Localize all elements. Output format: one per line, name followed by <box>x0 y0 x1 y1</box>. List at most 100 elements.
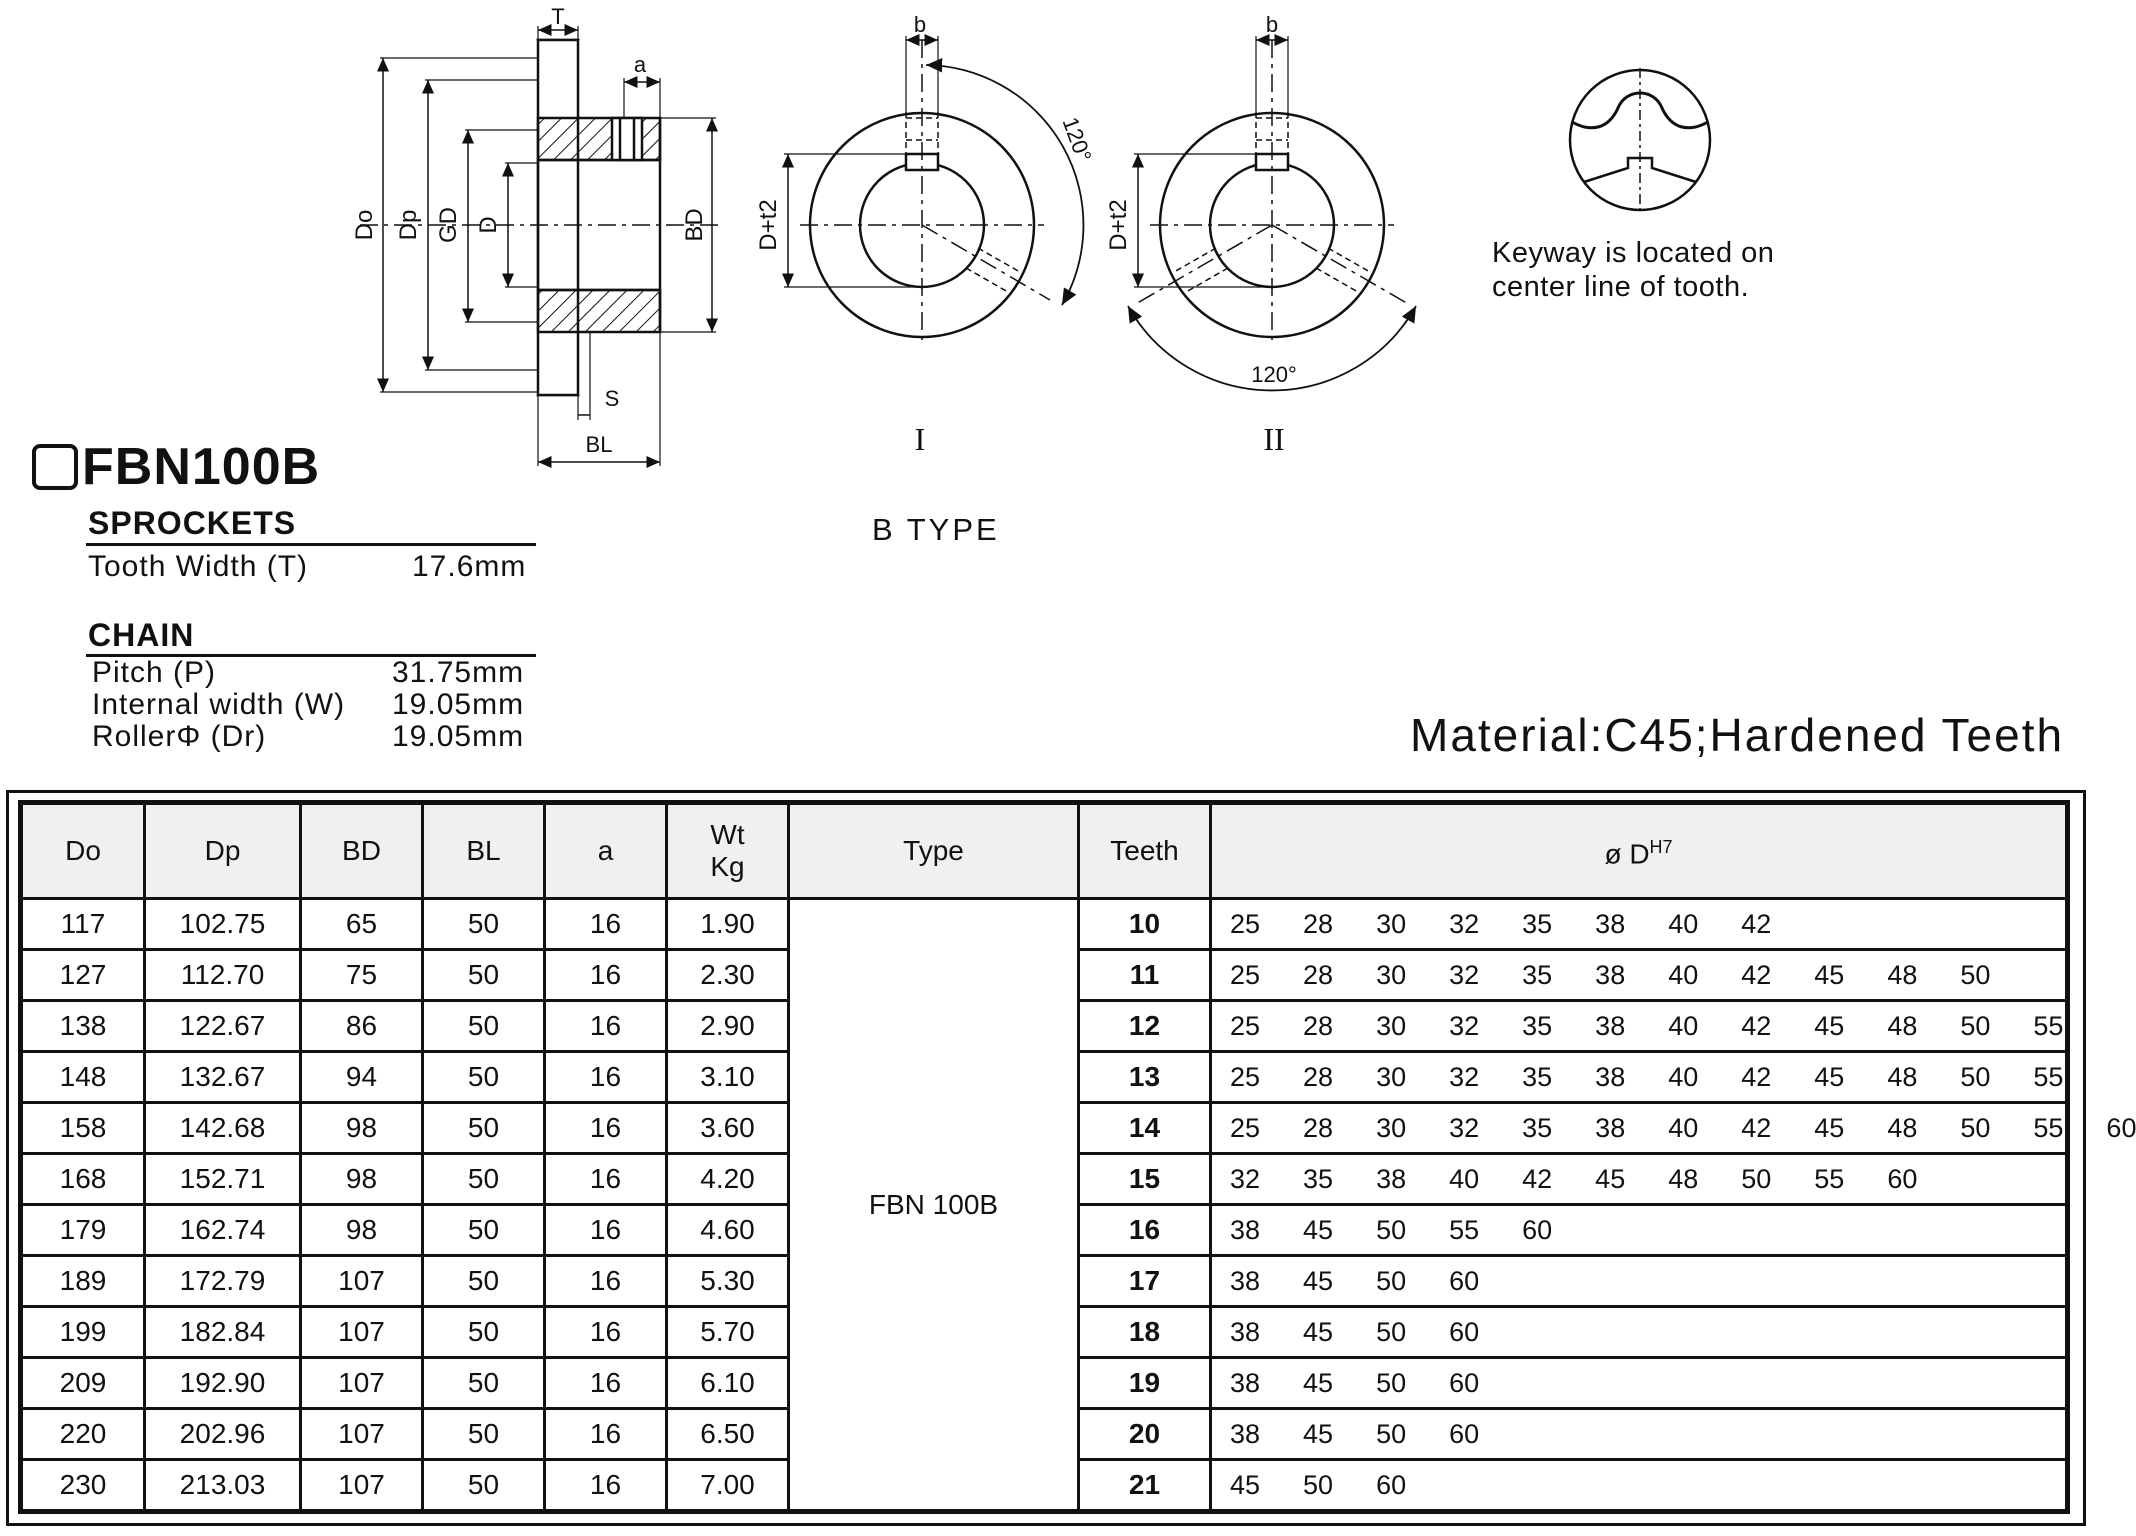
col-header-bd: BD <box>299 801 424 900</box>
dim-label-b-2: b <box>1266 12 1278 37</box>
cell-a: 16 <box>543 1254 668 1308</box>
bore-header-prefix: ø D <box>1604 838 1650 870</box>
cell-dp: 122.67 <box>143 999 302 1053</box>
variant-label-1: I <box>915 421 926 457</box>
cell-do: 127 <box>19 948 146 1002</box>
dim-label-a: a <box>634 52 647 77</box>
cell-wt: 7.00 <box>665 1458 790 1513</box>
cell-teeth: 17 <box>1077 1254 1212 1308</box>
dim-label-dp: Dp <box>395 210 422 241</box>
front-view-type-1 <box>782 34 1085 340</box>
cell-type: FBN 100B <box>787 897 1080 1513</box>
cell-wt: 3.10 <box>665 1050 790 1104</box>
cell-teeth: 11 <box>1077 948 1212 1002</box>
material-note: Material:C45;Hardened Teeth <box>1410 709 2065 761</box>
cell-a: 16 <box>543 1305 668 1359</box>
col-header-type: Type <box>787 801 1080 900</box>
cell-bd: 107 <box>299 1356 424 1410</box>
cell-bores: 38 45 50 60 <box>1209 1407 2069 1461</box>
cell-bores: 38 45 50 55 60 <box>1209 1203 2069 1257</box>
product-title: FBN100B <box>32 438 320 496</box>
cell-teeth: 12 <box>1077 999 1212 1053</box>
table-frame <box>6 790 2086 1526</box>
cell-bores: 38 45 50 60 <box>1209 1305 2069 1359</box>
sprockets-heading: SPROCKETS <box>88 505 297 541</box>
chain-rule <box>86 654 536 657</box>
cell-dp: 142.68 <box>143 1101 302 1155</box>
sprocket-section-view <box>360 24 720 468</box>
cell-dp: 192.90 <box>143 1356 302 1410</box>
cell-bores: 38 45 50 60 <box>1209 1356 2069 1410</box>
cell-a: 16 <box>543 999 668 1053</box>
cell-bores: 32 35 38 40 42 45 48 50 55 60 <box>1209 1152 2069 1206</box>
roller-value: 19.05mm <box>392 720 525 753</box>
cell-bores: 25 28 30 32 35 38 40 42 45 48 50 55 <box>1209 999 2069 1053</box>
cell-bl: 50 <box>421 948 546 1002</box>
roller-label: RollerΦ (Dr) <box>92 720 267 753</box>
internal-width-label: Internal width (W) <box>92 688 346 721</box>
cell-dp: 102.75 <box>143 897 302 951</box>
tooth-width-label: Tooth Width (T) <box>88 550 309 583</box>
cell-dp: 182.84 <box>143 1305 302 1359</box>
cell-a: 16 <box>543 1407 668 1461</box>
cell-teeth: 19 <box>1077 1356 1212 1410</box>
cell-do: 189 <box>19 1254 146 1308</box>
cell-bd: 86 <box>299 999 424 1053</box>
cell-bores: 25 28 30 32 35 38 40 42 45 48 50 55 <box>1209 1050 2069 1104</box>
cell-a: 16 <box>543 1458 668 1513</box>
cell-bd: 98 <box>299 1152 424 1206</box>
cell-bd: 107 <box>299 1305 424 1359</box>
cell-do: 117 <box>19 897 146 951</box>
cell-bores: 45 50 60 <box>1209 1458 2069 1513</box>
cell-wt: 5.30 <box>665 1254 790 1308</box>
cell-bl: 50 <box>421 1203 546 1257</box>
angle-label-2: 120° <box>1251 362 1297 387</box>
cell-dp: 213.03 <box>143 1458 302 1513</box>
dim-label-d: D <box>475 216 502 233</box>
cell-dp: 132.67 <box>143 1050 302 1104</box>
cell-bores: 25 28 30 32 35 38 40 42 45 48 50 55 60 <box>1209 1101 2136 1155</box>
cell-do: 138 <box>19 999 146 1053</box>
cell-do: 220 <box>19 1407 146 1461</box>
sprockets-rule <box>86 543 536 546</box>
col-header-wt-line1: Wt <box>710 819 745 850</box>
cell-do: 199 <box>19 1305 146 1359</box>
cell-bl: 50 <box>421 1254 546 1308</box>
col-header-bl: BL <box>421 801 546 900</box>
dim-label-gd: GD <box>435 207 462 243</box>
pitch-value: 31.75mm <box>392 656 525 689</box>
cell-teeth: 15 <box>1077 1152 1212 1206</box>
cell-a: 16 <box>543 948 668 1002</box>
cell-bd: 98 <box>299 1101 424 1155</box>
col-header-wt-line2: Kg <box>710 851 745 882</box>
front-view-type-2 <box>1127 34 1417 392</box>
cell-bores: 38 45 50 60 <box>1209 1254 2069 1308</box>
bore-header-superscript: H7 <box>1649 837 1673 858</box>
keyway-detail-icon <box>1568 68 1712 212</box>
cell-wt: 5.70 <box>665 1305 790 1359</box>
dim-label-dt2-2: D+t2 <box>1105 199 1132 250</box>
cell-bl: 50 <box>421 1407 546 1461</box>
cell-wt: 6.50 <box>665 1407 790 1461</box>
cell-a: 16 <box>543 1050 668 1104</box>
cell-dp: 202.96 <box>143 1407 302 1461</box>
dim-label-dt2-1: D+t2 <box>755 199 782 250</box>
cell-teeth: 14 <box>1077 1101 1212 1155</box>
col-header-a: a <box>543 801 668 900</box>
cell-teeth: 21 <box>1077 1458 1212 1513</box>
cell-bd: 107 <box>299 1254 424 1308</box>
dim-label-bl: BL <box>586 432 613 457</box>
keyway-note: Keyway is located on center line of toot… <box>1492 237 1775 303</box>
cell-teeth: 13 <box>1077 1050 1212 1104</box>
internal-width-value: 19.05mm <box>392 688 525 721</box>
variant-label-2: II <box>1263 421 1284 457</box>
